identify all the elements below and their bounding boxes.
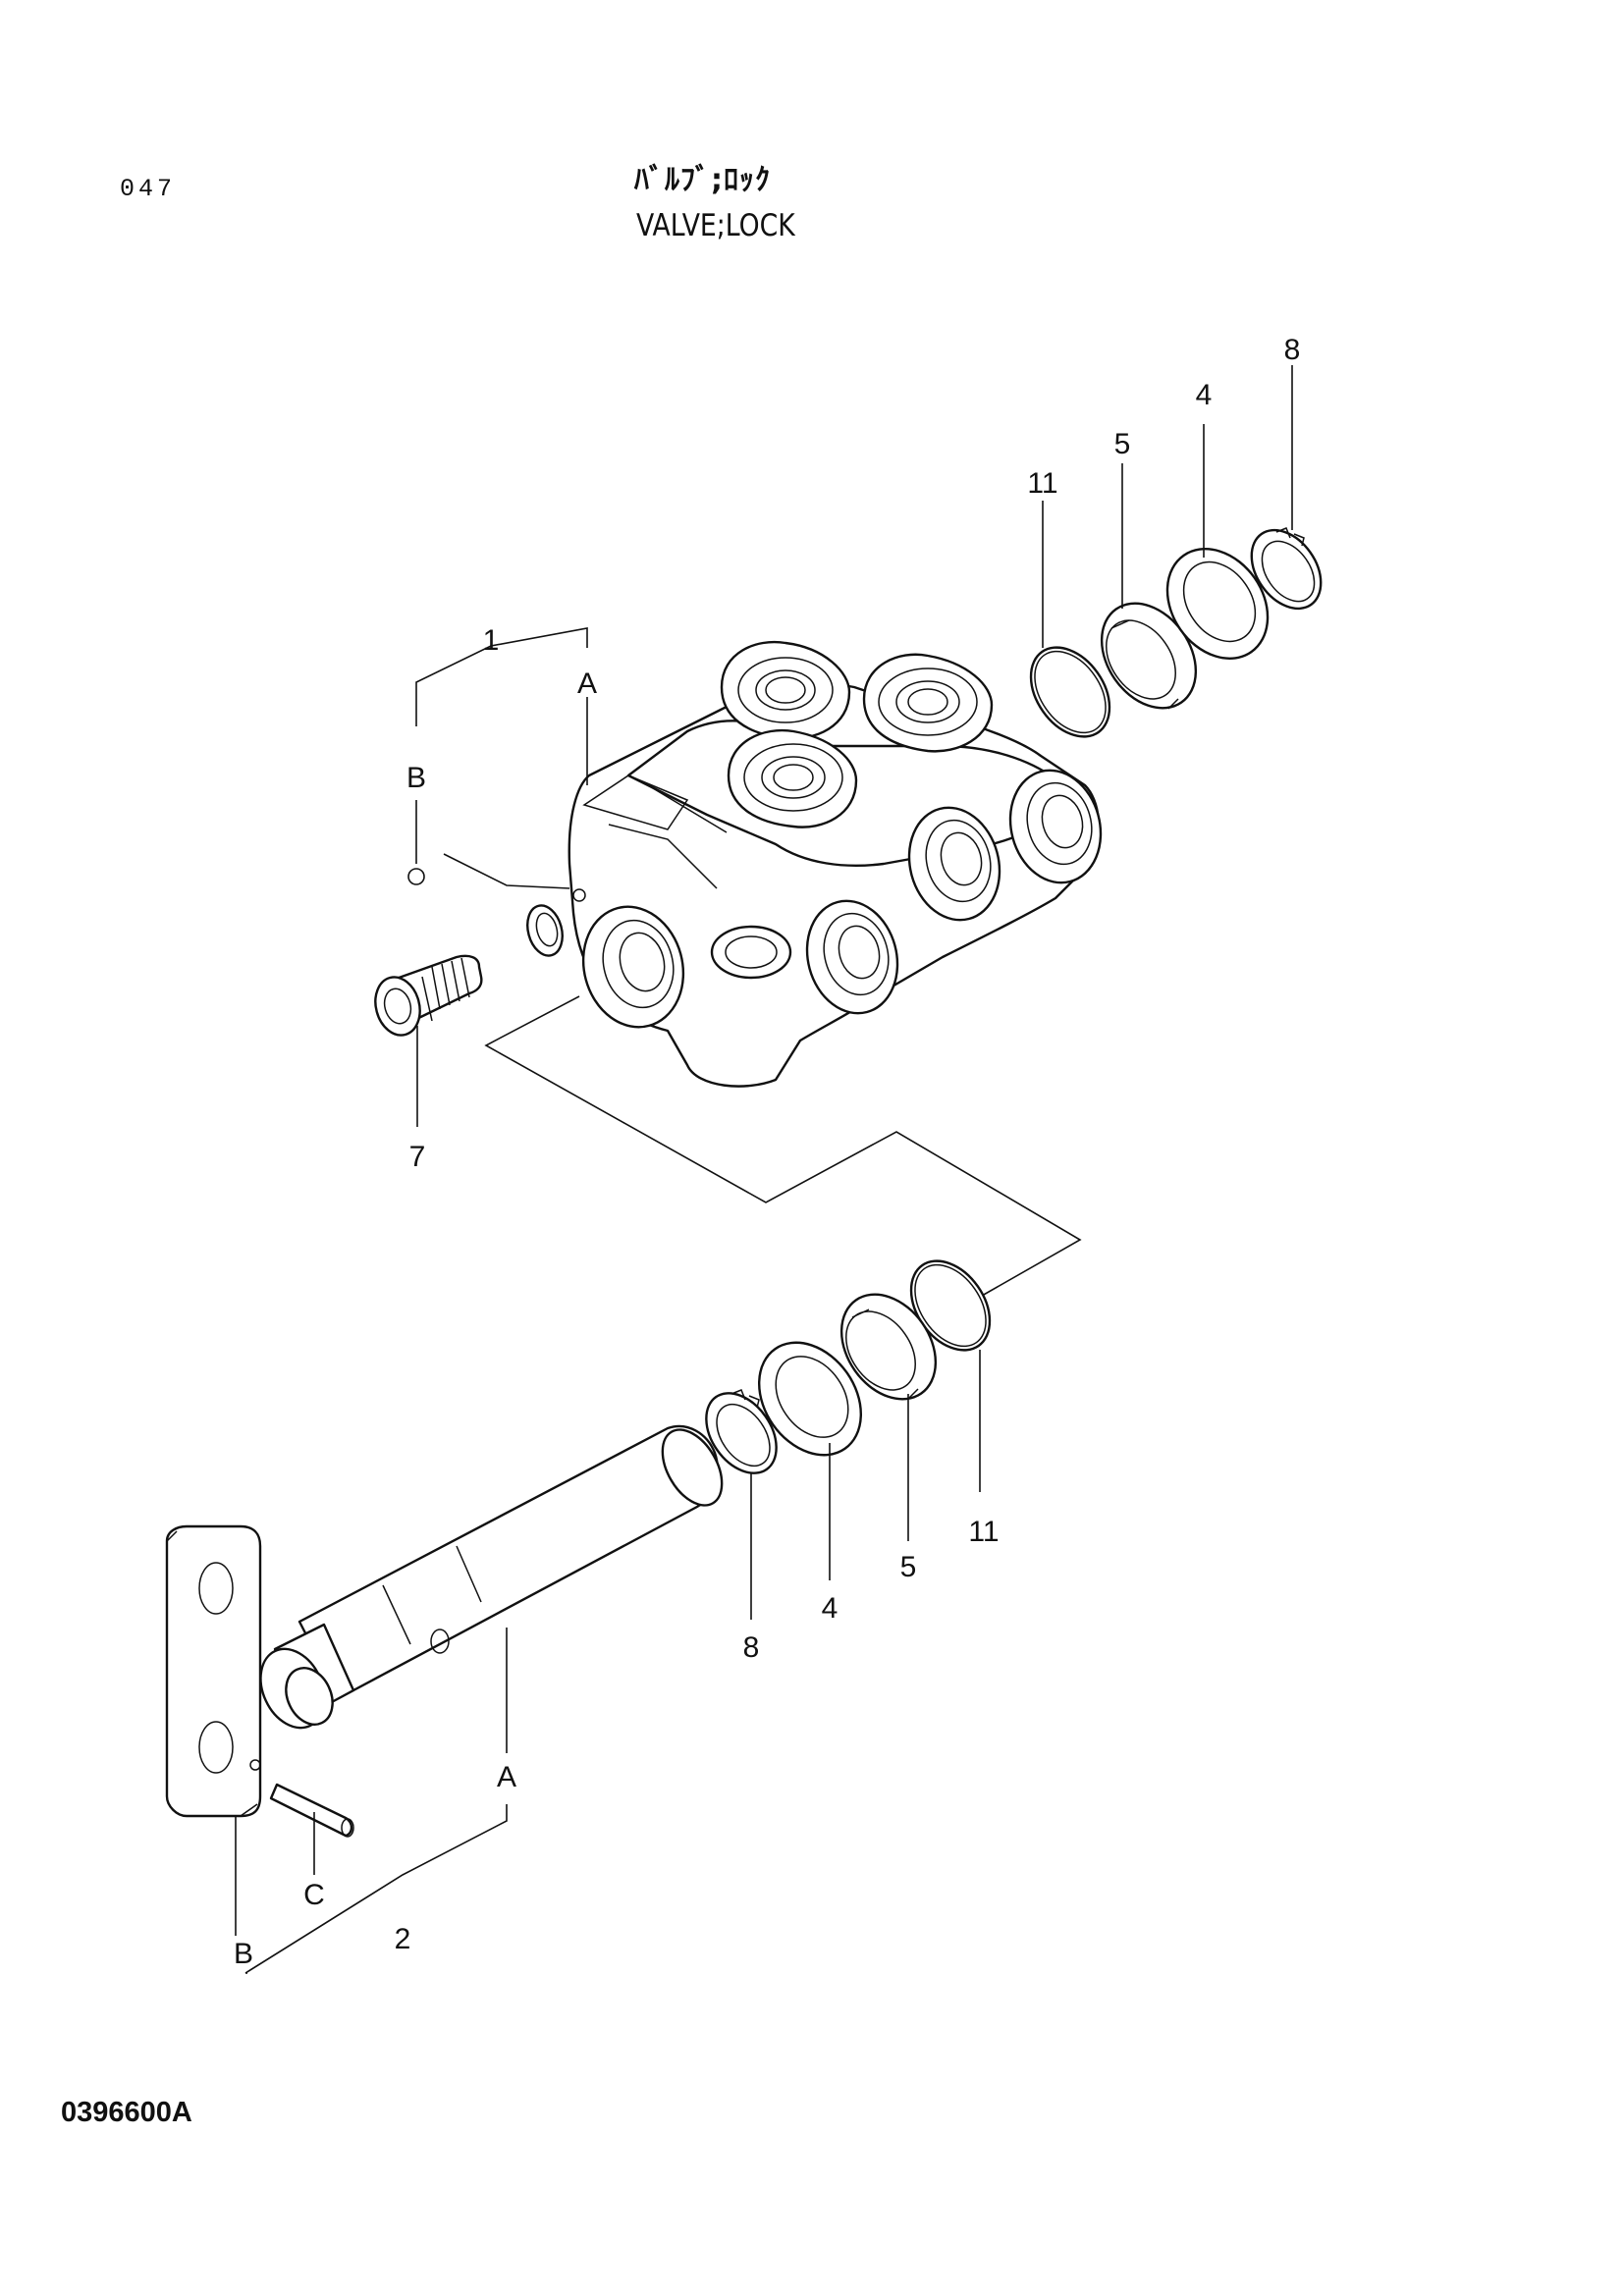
bushing-lower [839,1293,938,1401]
callout-upper-7: 7 [409,1141,426,1173]
o-ring-lower [909,1259,992,1352]
title-english: VALVE;LOCK [636,208,795,243]
callout-lower-5: 5 [900,1551,917,1583]
callout-lower-B: B [234,1938,253,1970]
drawing-number: 0396600A [61,2097,192,2128]
callout-upper-8: 8 [1284,334,1301,366]
spool-shaft [259,1424,724,1730]
bushing-upper [1100,602,1198,710]
callout-lower-A: A [497,1761,516,1793]
valve-body [526,640,1103,1088]
callout-upper-5: 5 [1114,428,1131,460]
snap-ring-lower [705,1389,778,1474]
callout-upper-A: A [577,667,597,700]
callout-lower-8: 8 [743,1631,760,1664]
page-number: 047 [120,175,177,203]
callout-lower-11: 11 [968,1516,999,1548]
o-ring-upper [1029,646,1111,738]
lever-plate [165,1524,262,1818]
callout-upper-4: 4 [1196,379,1213,411]
plug [374,954,483,1037]
pin [269,1783,354,1838]
title-japanese: ﾊﾞﾙﾌﾞ;ﾛｯｸ [634,163,771,197]
callout-lower-C: C [303,1879,325,1911]
callout-lower-2: 2 [395,1923,411,1955]
callout-lower-4: 4 [822,1592,839,1625]
snap-ring-upper [1250,527,1323,611]
callout-upper-B: B [406,762,426,794]
callout-upper-1: 1 [483,624,500,657]
callout-upper-11: 11 [1027,467,1057,500]
washer-lower [757,1341,863,1457]
washer-upper [1165,548,1270,660]
